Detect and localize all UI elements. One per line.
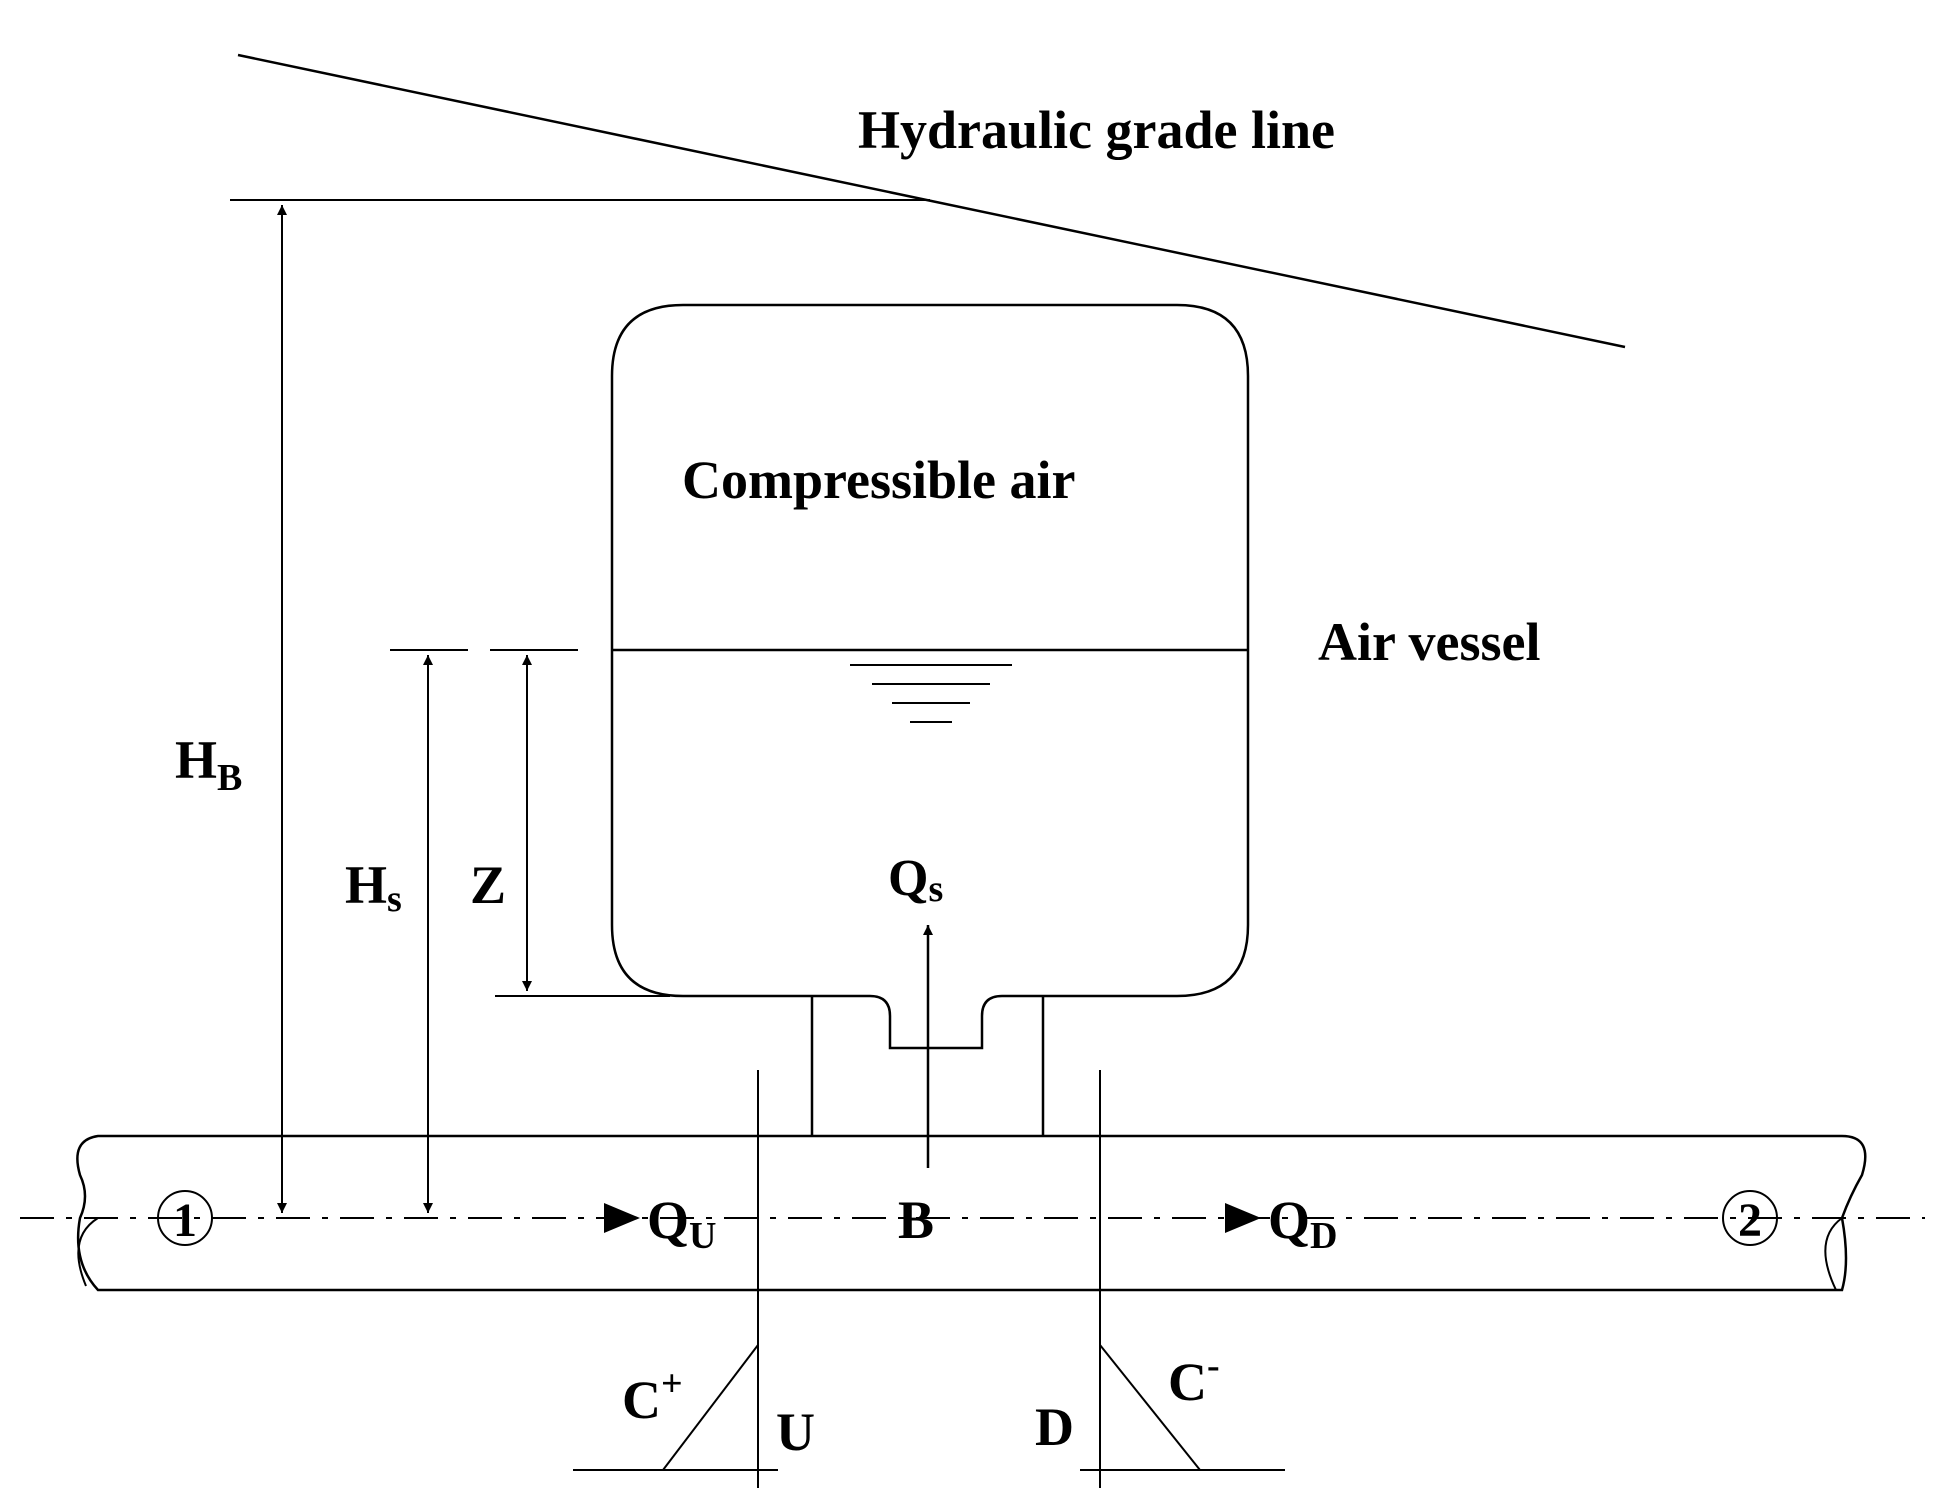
c-minus-characteristic-line	[1099, 1344, 1201, 1471]
c-plus-characteristic-line	[662, 1344, 759, 1471]
section-u-label: U	[776, 1402, 815, 1462]
hgl-label: Hydraulic grade line	[858, 100, 1335, 160]
z-label: Z	[470, 855, 506, 915]
pipe-break-right	[1824, 1217, 1843, 1291]
node-2-label: 2	[1738, 1194, 1762, 1247]
qs-label: Qs	[888, 850, 943, 910]
hb-label: HB	[175, 730, 242, 799]
node-2-circle	[1722, 1190, 1778, 1246]
junction-b-label: B	[898, 1190, 934, 1250]
c-minus-label: C-	[1168, 1345, 1220, 1412]
air-vessel-body	[610, 303, 1250, 1050]
node-1-label: 1	[173, 1194, 197, 1247]
hs-label: Hs	[345, 855, 402, 920]
pipe-body	[76, 1134, 1867, 1292]
compressible-air-label: Compressible air	[682, 450, 1075, 510]
qd-flow-arrowhead	[1225, 1203, 1261, 1233]
section-d-label: D	[1035, 1397, 1074, 1457]
hydraulic-grade-line	[237, 53, 1626, 349]
qd-label: QD	[1268, 1190, 1337, 1257]
c-plus-label: C+	[622, 1363, 683, 1430]
pipe-break-left	[77, 1217, 99, 1287]
qu-label: QU	[647, 1190, 716, 1257]
air-vessel-label: Air vessel	[1318, 612, 1540, 672]
qu-flow-arrowhead	[604, 1203, 640, 1233]
node-1-circle	[157, 1190, 213, 1246]
